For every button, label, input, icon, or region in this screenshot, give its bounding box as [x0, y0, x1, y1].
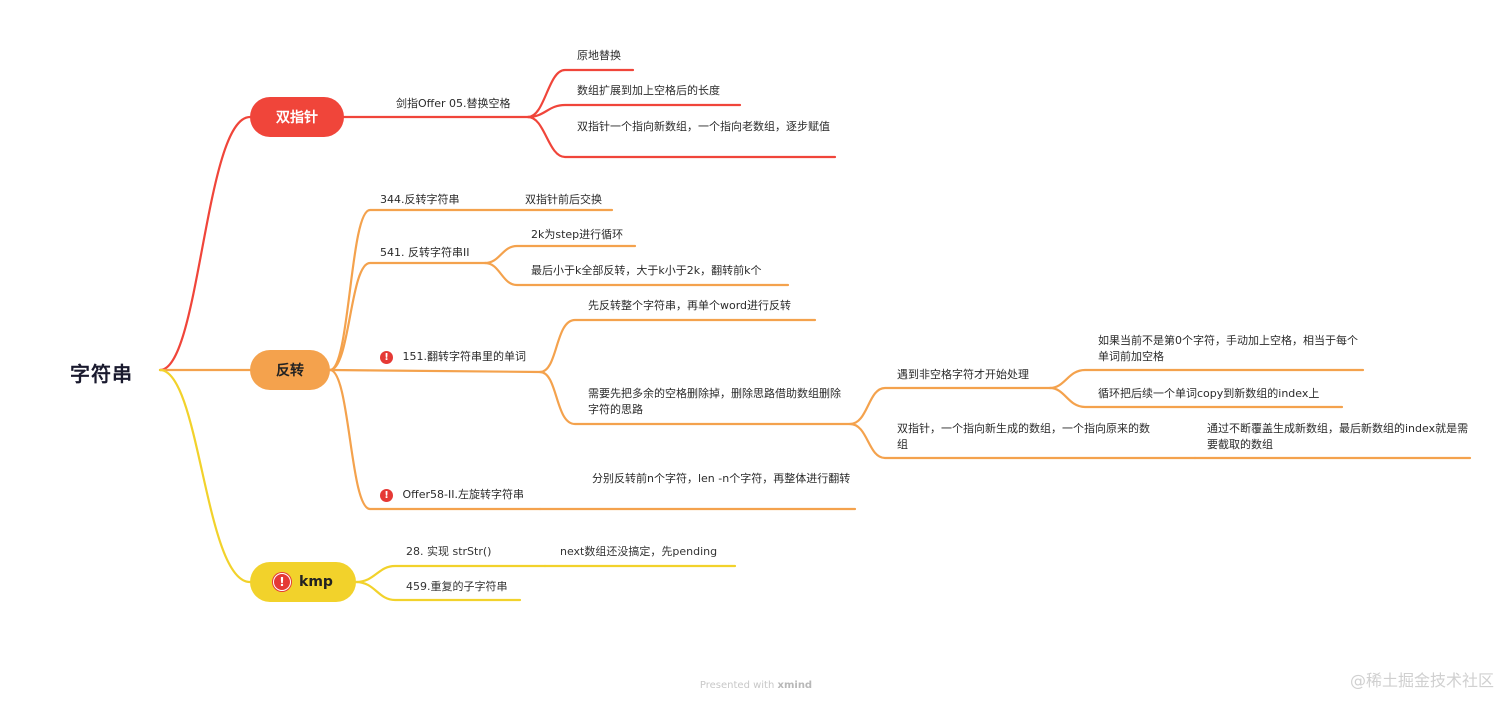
topic-non-space[interactable]: 遇到非空格字符才开始处理 — [897, 368, 1029, 381]
note-151-reverse-all[interactable]: 先反转整个字符串，再单个word进行反转 — [588, 299, 792, 312]
note-add-space[interactable]: 如果当前不是第0个字符，手动加上空格，相当于每个单词前加空格 — [1098, 334, 1358, 363]
topic-two-pointer-arrays[interactable]: 双指针，一个指向新生成的数组，一个指向原来的数组 — [897, 422, 1150, 451]
note-28[interactable]: next数组还没搞定，先pending — [560, 545, 718, 558]
topic-28[interactable]: 28. 实现 strStr() — [406, 545, 492, 558]
topic-offer05[interactable]: 剑指Offer 05.替换空格 — [396, 97, 511, 110]
topic-two-pointer[interactable]: 双指针 — [250, 97, 344, 137]
topic-344[interactable]: 344.反转字符串 — [380, 193, 460, 206]
note-541-rule[interactable]: 最后小于k全部反转，大于k小于2k，翻转前k个 — [531, 264, 762, 277]
note-344[interactable]: 双指针前后交换 — [525, 193, 602, 206]
warning-icon: ! — [273, 573, 292, 591]
topic-459[interactable]: 459.重复的子字符串 — [406, 580, 508, 593]
topic-offer58-label: Offer58-II.左旋转字符串 — [402, 488, 524, 501]
connector-root-kmp — [158, 368, 252, 584]
note-in-place-replace[interactable]: 原地替换 — [577, 49, 621, 62]
root-topic[interactable]: 字符串 — [70, 362, 133, 386]
topic-reverse[interactable]: 反转 — [250, 350, 330, 390]
topic-offer58[interactable]: ! Offer58-II.左旋转字符串 — [380, 487, 524, 503]
note-expand-array[interactable]: 数组扩展到加上空格后的长度 — [577, 84, 720, 97]
note-two-pointer-assign[interactable]: 双指针一个指向新数组，一个指向老数组，逐步赋值 — [577, 120, 830, 133]
footer-prefix: Presented with — [699, 680, 775, 691]
footer-brand: xmind — [777, 680, 813, 691]
topic-kmp[interactable]: ! kmp — [250, 562, 356, 602]
topic-kmp-label: kmp — [299, 574, 333, 590]
topic-151-label: 151.翻转字符串里的单词 — [402, 350, 527, 363]
watermark: @稀土掘金技术社区 — [1349, 671, 1494, 690]
note-copy-word[interactable]: 循环把后续一个单词copy到新数组的index上 — [1098, 387, 1320, 400]
topic-541[interactable]: 541. 反转字符串II — [380, 246, 470, 259]
note-offer58[interactable]: 分别反转前n个字符，len -n个字符，再整体进行翻转 — [592, 472, 851, 485]
note-overwrite[interactable]: 通过不断覆盖生成新数组，最后新数组的index就是需要截取的数组 — [1207, 422, 1469, 451]
footer-credit: Presented with xmind — [0, 680, 1512, 691]
warning-icon: ! — [380, 488, 393, 502]
note-151-remove-spaces[interactable]: 需要先把多余的空格删除掉，删除思路借助数组删除字符的思路 — [588, 387, 841, 416]
connector-root-two-pointer — [158, 115, 252, 372]
warning-icon: ! — [380, 350, 393, 364]
note-541-step[interactable]: 2k为step进行循环 — [531, 228, 624, 241]
topic-151[interactable]: ! 151.翻转字符串里的单词 — [380, 349, 526, 365]
